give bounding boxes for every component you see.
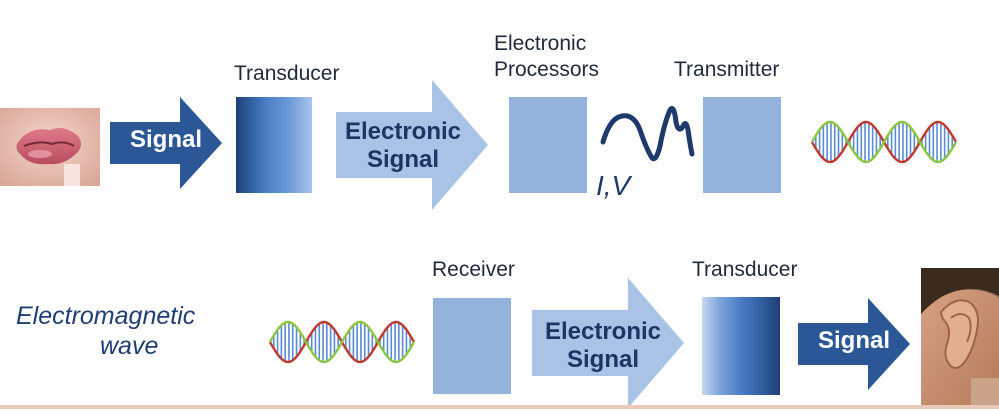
transducer-block-top	[236, 97, 312, 193]
receiver-label: Receiver	[432, 258, 515, 281]
bottom-divider	[0, 405, 999, 409]
electronic-signal-arrow-top-label-2: Signal	[366, 146, 439, 173]
electronic-signal-arrow-bottom-label-2: Signal	[566, 346, 639, 373]
electronic-signal-arrow-bottom-label-1: Electronic	[544, 318, 662, 345]
em-wave-strand-green	[268, 320, 416, 364]
iv-label: I,V	[596, 170, 631, 201]
electronic-signal-arrow-top-label-1: Electronic	[344, 118, 462, 145]
em-wave-strand-green	[810, 120, 958, 164]
transducer-block-bottom	[702, 297, 780, 395]
receiver-block	[433, 298, 511, 394]
em-wave-icon-top	[808, 116, 960, 168]
processors-label-1: Electronic	[494, 32, 587, 55]
electronic-signal-arrow-bottom	[532, 278, 684, 408]
signal-arrow-bottom-label: Signal	[817, 327, 890, 354]
transducer-label-top: Transducer	[234, 62, 340, 85]
transmitter-block	[703, 97, 781, 193]
electronic-processors-block	[509, 97, 587, 193]
processors-label-2: Processors	[494, 58, 600, 81]
em-wave-label-1: Electromagnetic	[16, 302, 196, 330]
waveform-icon	[600, 100, 696, 170]
signal-arrow-bottom	[798, 298, 910, 390]
signal-arrow-top-label: Signal	[129, 126, 202, 153]
transducer-label-bottom: Transducer	[692, 258, 798, 281]
em-wave-icon-bottom	[266, 316, 418, 368]
mouth-photo	[0, 108, 100, 186]
ear-photo	[921, 268, 999, 405]
transmitter-label: Transmitter	[674, 58, 780, 81]
signal-arrow-top	[110, 97, 222, 189]
electronic-signal-arrow-top	[336, 80, 488, 210]
em-wave-label-2: wave	[100, 332, 159, 360]
